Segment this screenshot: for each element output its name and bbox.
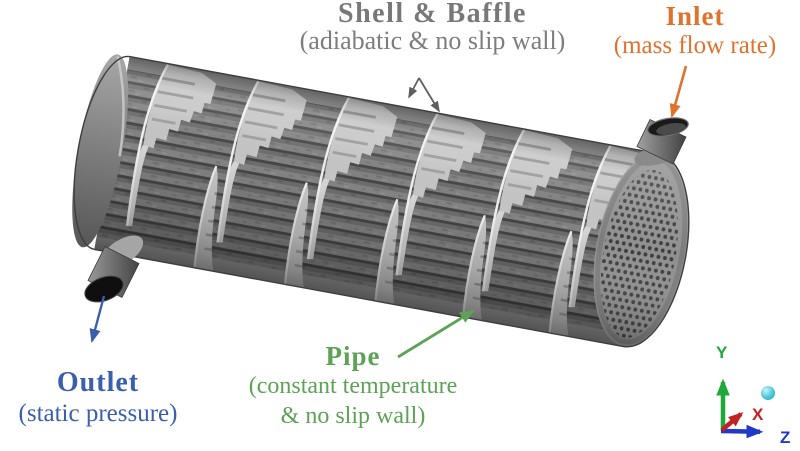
outlet-arrow xyxy=(89,295,106,344)
z-axis-arrow xyxy=(720,424,764,439)
inlet-nozzle xyxy=(634,117,689,166)
leader-arrows xyxy=(89,65,688,359)
axis-triad: Y X Z xyxy=(716,343,790,447)
outlet-opening xyxy=(84,275,124,303)
outlet-nozzle xyxy=(84,235,144,303)
pipe-arrow xyxy=(397,309,475,359)
shell-outline xyxy=(73,55,690,348)
y-axis-label: Y xyxy=(716,343,728,362)
x-axis-arrow xyxy=(720,412,744,432)
heat-exchanger-shell xyxy=(72,54,690,348)
inlet-arrow xyxy=(669,65,688,119)
tube-sheet xyxy=(593,153,689,347)
triad-marker-sphere xyxy=(761,386,775,400)
left-end-cap xyxy=(72,54,129,248)
shell-shading xyxy=(94,56,659,347)
end-cap-rim-highlight xyxy=(116,56,125,157)
shell-baffle-arrows xyxy=(408,77,440,113)
z-axis-label: Z xyxy=(780,428,790,446)
x-axis-label: X xyxy=(752,405,764,424)
